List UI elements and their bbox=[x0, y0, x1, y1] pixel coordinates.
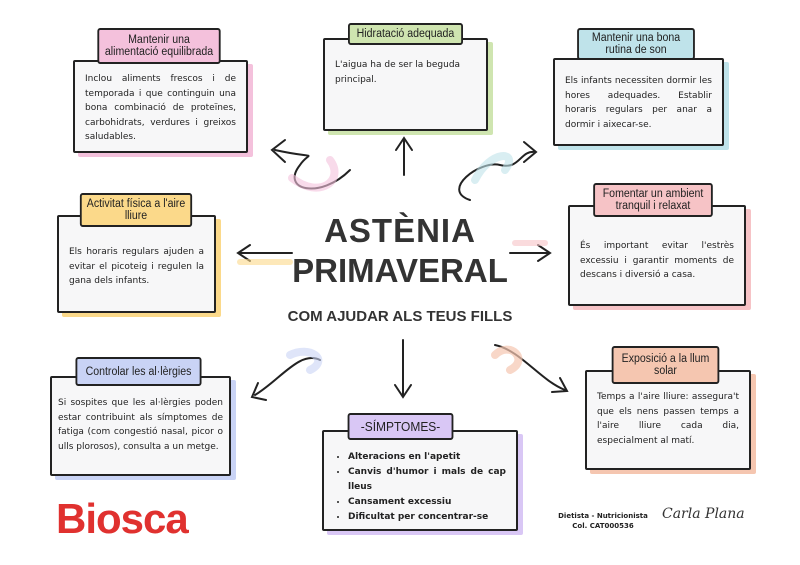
arrow-icon bbox=[458, 141, 538, 201]
card-title-hidratacio: Hidratació adequada bbox=[348, 23, 463, 45]
card-title-llum-solar: Exposició a la llum solar bbox=[611, 346, 720, 384]
symptom-item: Dificultat per concentrar-se bbox=[348, 510, 506, 525]
arrow-icon bbox=[250, 357, 321, 401]
card-ambient: És important evitar l'estrès excessiu i … bbox=[568, 205, 746, 306]
card-title-allergies: Controlar les al·lèrgies bbox=[75, 357, 202, 386]
arrow-icon bbox=[509, 244, 552, 262]
arrow-icon bbox=[236, 244, 293, 262]
arrow-icon bbox=[270, 139, 351, 190]
card-title-son: Mantenir una bona rutina de son bbox=[577, 28, 695, 60]
arrow-icon bbox=[394, 339, 412, 399]
biosca-logo: Biosca bbox=[56, 495, 189, 542]
symptom-item: Canvis d'humor i mals de cap lleus bbox=[348, 465, 506, 495]
card-title-ambient: Fomentar un ambient tranquil i relaxat bbox=[593, 183, 713, 217]
card-son: Els infants necessiten dormir les hores … bbox=[553, 58, 724, 146]
symptom-item: Cansament excessiu bbox=[348, 495, 506, 510]
license-number: Col. CAT000536 bbox=[572, 522, 634, 530]
card-llum-solar: Temps a l'aire lliure: assegura't que el… bbox=[585, 370, 751, 470]
card-alimentacio: Inclou aliments frescos i de temporada i… bbox=[73, 60, 248, 153]
card-title-activitat: Activitat física a l'aire lliure bbox=[79, 193, 193, 227]
card-activitat: Els horaris regulars ajuden a evitar el … bbox=[57, 215, 216, 313]
card-hidratacio: L'aigua ha de ser la beguda principal. bbox=[323, 38, 488, 131]
card-allergies: Si sospites que les al·lèrgies poden est… bbox=[50, 376, 231, 476]
symptom-item: Alteracions en l'apetit bbox=[348, 450, 506, 465]
subtitle: COM AJUDAR ALS TEUS FILLS bbox=[287, 308, 513, 325]
main-title-line2: PRIMAVERAL bbox=[292, 252, 508, 289]
card-title-alimentacio: Mantenir una alimentació equilibrada bbox=[97, 28, 221, 64]
signature: Carla Plana bbox=[662, 506, 745, 522]
symptoms-list: Alteracions en l'apetit Canvis d'humor i… bbox=[334, 450, 506, 525]
arrow-icon bbox=[395, 136, 413, 176]
symptoms-title: -SÍMPTOMES- bbox=[347, 413, 454, 440]
symptoms-card: Alteracions en l'apetit Canvis d'humor i… bbox=[322, 430, 518, 531]
dietitian-role: Dietista - Nutricionista bbox=[558, 512, 648, 520]
main-title-line1: ASTÈNIA bbox=[324, 212, 476, 249]
